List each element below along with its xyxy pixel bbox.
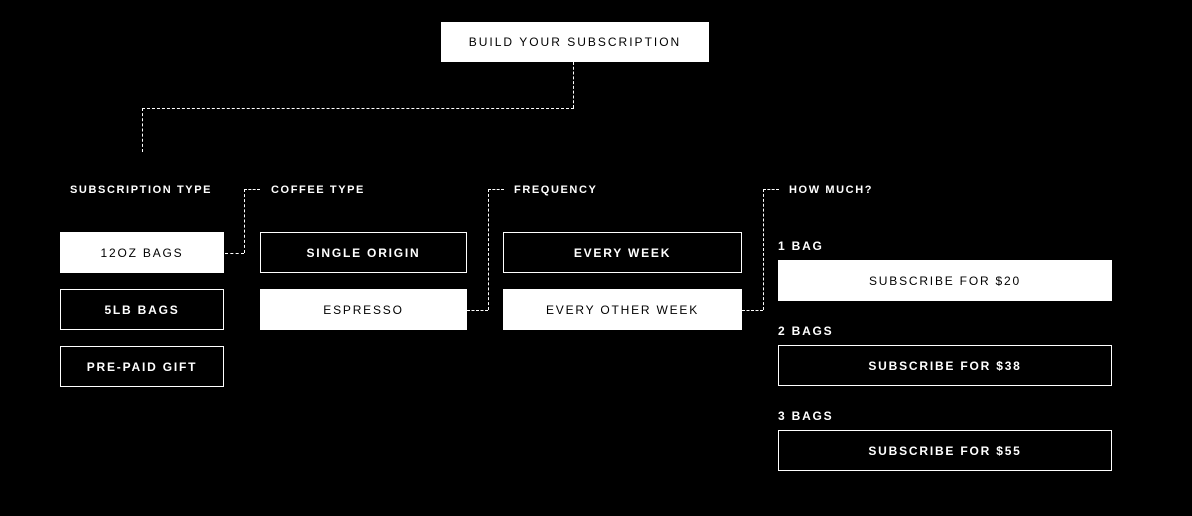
how-much-label: HOW MUCH? xyxy=(789,184,874,196)
connector-header-down xyxy=(573,62,574,108)
connector-espresso-out xyxy=(467,310,488,311)
option-every-other-week[interactable]: EVERY OTHER WEEK xyxy=(503,289,742,330)
coffee-type-label: COFFEE TYPE xyxy=(271,184,365,196)
connector-12oz-in xyxy=(244,189,260,190)
qty-label-2-bags: 2 BAGS xyxy=(778,324,834,338)
option-pre-paid-gift[interactable]: PRE-PAID GIFT xyxy=(60,346,224,387)
connector-12oz-vertical xyxy=(244,189,245,253)
option-5lb-bags[interactable]: 5LB BAGS xyxy=(60,289,224,330)
subscribe-button-2-bags[interactable]: SUBSCRIBE FOR $38 xyxy=(778,345,1112,386)
connector-frequency-out xyxy=(742,310,763,311)
connector-frequency-vertical xyxy=(763,189,764,310)
connector-frequency-in xyxy=(763,189,779,190)
frequency-label: FREQUENCY xyxy=(514,184,598,196)
subscribe-button-1-bag[interactable]: SUBSCRIBE FOR $20 xyxy=(778,260,1112,301)
connector-espresso-vertical xyxy=(488,189,489,310)
connector-espresso-in xyxy=(488,189,504,190)
connector-header-horizontal xyxy=(142,108,574,109)
option-espresso[interactable]: ESPRESSO xyxy=(260,289,467,330)
option-single-origin[interactable]: SINGLE ORIGIN xyxy=(260,232,467,273)
qty-label-1-bag: 1 BAG xyxy=(778,239,824,253)
connector-to-subscription-type xyxy=(142,108,143,152)
option-every-week[interactable]: EVERY WEEK xyxy=(503,232,742,273)
subscription-type-label: SUBSCRIPTION TYPE xyxy=(70,184,213,196)
subscribe-button-3-bags[interactable]: SUBSCRIBE FOR $55 xyxy=(778,430,1112,471)
qty-label-3-bags: 3 BAGS xyxy=(778,409,834,423)
build-subscription-header: BUILD YOUR SUBSCRIPTION xyxy=(441,22,709,62)
connector-12oz-out xyxy=(225,253,244,254)
option-12oz-bags[interactable]: 12OZ BAGS xyxy=(60,232,224,273)
